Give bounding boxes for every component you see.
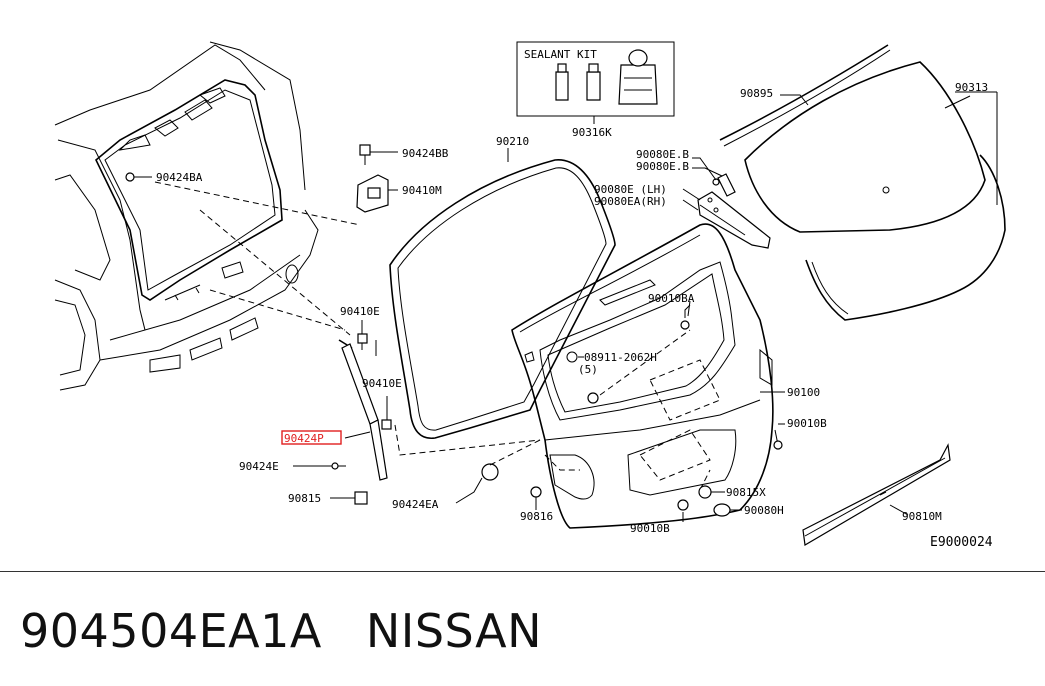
vehicle-body-drawing [54,41,319,391]
label-90815: 90815 [288,492,321,505]
parts-diagram: SEALANT KIT 90424BA 90424BB 90410M 90410… [54,41,1006,550]
label-90816: 90816 [520,510,553,523]
label-90100: 90100 [787,386,820,399]
label-90424BA: 90424BA [156,171,203,184]
label-90080EB-1: 90080E.B [636,148,689,161]
left-hardware [125,144,499,505]
divider [0,571,1045,572]
label-90010BA: 90010BA [648,292,695,305]
label-90080H: 90080H [744,504,784,517]
label-90410E-top: 90410E [340,305,380,318]
label-90316K: 90316K [572,126,612,139]
label-90810M: 90810M [902,510,942,523]
label-90424E: 90424E [239,460,279,473]
label-08911-2062H: 08911-2062H [584,351,657,364]
label-90895: 90895 [740,87,773,100]
label-90424P-highlighted: 90424P [284,432,324,445]
label-90424BB: 90424BB [402,147,449,160]
label-90410E-mid: 90410E [362,377,402,390]
label-90010B-bottom: 90010B [630,522,670,535]
brand-name: NISSAN [365,604,542,658]
label-90010B-right: 90010B [787,417,827,430]
reference-dashed-lines [154,181,721,491]
label-90080E-LH: 90080E (LH) [594,183,667,196]
back-glass [719,44,1006,321]
label-90424EA: 90424EA [392,498,439,511]
label-08911-qty: (5) [578,363,598,376]
sealant-kit-title: SEALANT KIT [524,48,597,61]
label-90410M: 90410M [402,184,442,197]
part-footer: 904504EA1A NISSAN [20,596,542,666]
hinge-bracket [682,157,771,249]
part-number: 904504EA1A [20,604,322,658]
label-leaders [344,300,785,522]
label-90080EA-RH: 90080EA(RH) [594,195,667,208]
weatherstrip-seal [389,148,616,439]
highlight-box [281,430,342,445]
label-90080EB-2: 90080E.B [636,160,689,173]
sealant-kit [516,41,675,124]
label-90210: 90210 [496,135,529,148]
back-door-panel [511,223,783,529]
finisher-garnish [802,443,951,546]
figure-code: E9000024 [930,535,993,550]
label-90815X: 90815X [726,486,766,499]
label-90313: 90313 [955,81,988,94]
